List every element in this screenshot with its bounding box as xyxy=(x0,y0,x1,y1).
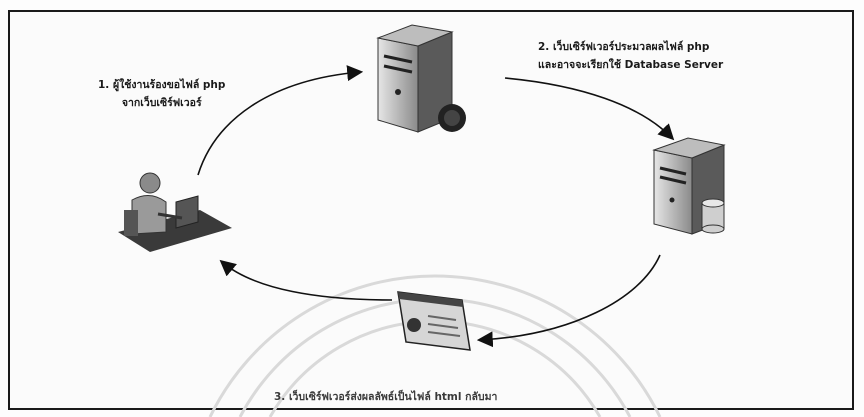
web-server-icon xyxy=(376,24,466,133)
arrow-request xyxy=(197,65,364,176)
database-server-icon xyxy=(652,137,726,235)
step1-label: 1. ผู้ใช้งานร้องขอไฟล์ php จากเว็บเซิร์ฟ… xyxy=(98,76,225,112)
step2-line1: 2. เว็บเซิร์ฟเวอร์ประมวลผลไฟล์ php xyxy=(538,41,710,53)
step2-line2: และอาจจะเรียกใช้ Database Server xyxy=(538,59,724,71)
arrow-process xyxy=(504,77,675,141)
step3-line1: 3. เว็บเซิร์ฟเวอร์ส่งผลลัพธ์เป็นไฟล์ htm… xyxy=(274,391,498,403)
step3-label: 3. เว็บเซิร์ฟเวอร์ส่งผลลัพธ์เป็นไฟล์ htm… xyxy=(274,388,497,406)
arrow-response-to-user xyxy=(219,259,393,301)
step1-line1: 1. ผู้ใช้งานร้องขอไฟล์ php xyxy=(98,79,226,91)
html-page-icon xyxy=(397,291,471,351)
user-icon xyxy=(118,172,232,252)
step1-line2: จากเว็บเซิร์ฟเวอร์ xyxy=(121,97,202,109)
step2-label: 2. เว็บเซิร์ฟเวอร์ประมวลผลไฟล์ php และอา… xyxy=(538,38,723,74)
arrow-response-to-page xyxy=(476,254,661,348)
